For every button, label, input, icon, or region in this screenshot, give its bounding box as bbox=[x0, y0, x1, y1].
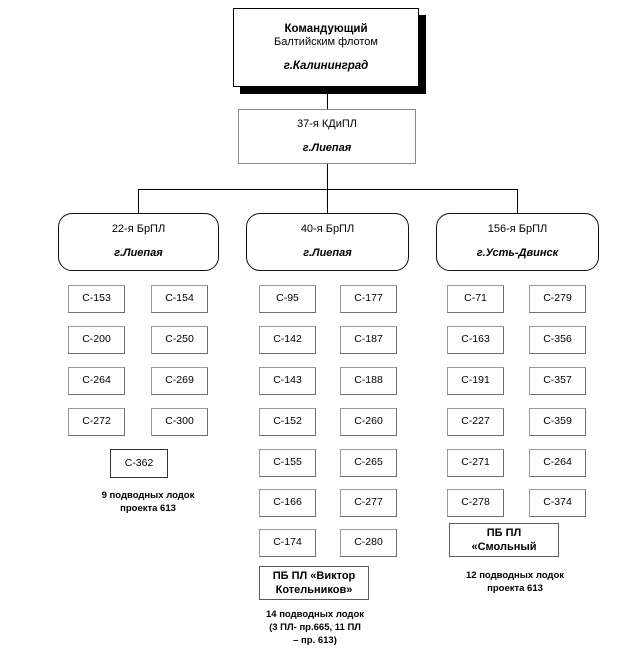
brigade-caption-3: 12 подводных лодок проекта 613 bbox=[434, 570, 596, 596]
commander-title: Командующий bbox=[284, 22, 368, 35]
submarine-box: С-269 bbox=[151, 367, 208, 395]
submarine-box: С-71 bbox=[447, 285, 504, 313]
submarine-box: С-177 bbox=[340, 285, 397, 313]
submarine-box: С-155 bbox=[259, 449, 316, 477]
submarine-box: С-95 bbox=[259, 285, 316, 313]
submarine-box: С-153 bbox=[68, 285, 125, 313]
submarine-box: С-374 bbox=[529, 489, 586, 517]
submarine-box: С-356 bbox=[529, 326, 586, 354]
brigade-box-1: 22-я БрПЛ г.Лиепая bbox=[58, 213, 219, 271]
brigade-caption-1: 9 подводных лодок проекта 613 bbox=[48, 490, 248, 516]
submarine-box: С-271 bbox=[447, 449, 504, 477]
submarine-box: С-260 bbox=[340, 408, 397, 436]
submarine-box: С-250 bbox=[151, 326, 208, 354]
commander-city: г.Калининград bbox=[283, 59, 369, 72]
submarine-box: С-142 bbox=[259, 326, 316, 354]
brigade-name-2: 40-я БрПЛ bbox=[300, 223, 355, 236]
depot-line-1: ПБ ПЛ bbox=[486, 526, 522, 539]
caption-line: 12 подводных лодок bbox=[465, 570, 565, 581]
submarine-box: С-265 bbox=[340, 449, 397, 477]
submarine-box: С-278 bbox=[447, 489, 504, 517]
caption-line: проекта 613 bbox=[120, 502, 176, 514]
depot-ship-box-3: ПБ ПЛ «Смольный bbox=[449, 523, 559, 557]
caption-line: – пр. 613) bbox=[293, 634, 337, 646]
brigade-city-3: г.Усть-Двинск bbox=[476, 247, 559, 259]
commander-box: Командующий Балтийским флотом г.Калининг… bbox=[233, 8, 419, 87]
submarine-box: С-174 bbox=[259, 529, 316, 557]
submarine-box: С-188 bbox=[340, 367, 397, 395]
submarine-box: С-166 bbox=[259, 489, 316, 517]
division-box: 37-я КДиПЛ г.Лиепая bbox=[238, 109, 416, 164]
depot-line-1: ПБ ПЛ «Виктор bbox=[272, 569, 356, 582]
submarine-box: С-200 bbox=[68, 326, 125, 354]
depot-ship-box-2: ПБ ПЛ «Виктор Котельников» bbox=[259, 566, 369, 600]
brigade-name-1: 22-я БрПЛ bbox=[111, 223, 166, 236]
connector-bus-to-brigade-3 bbox=[517, 189, 518, 213]
depot-line-2: «Смольный bbox=[471, 541, 537, 553]
submarine-box: С-264 bbox=[529, 449, 586, 477]
connector-commander-to-division bbox=[327, 87, 328, 109]
submarine-box: С-264 bbox=[68, 367, 125, 395]
submarine-box: С-187 bbox=[340, 326, 397, 354]
division-name: 37-я КДиПЛ bbox=[296, 117, 358, 130]
caption-line: 9 подводных лодок bbox=[101, 490, 195, 501]
submarine-box: С-359 bbox=[529, 408, 586, 436]
commander-subtitle: Балтийским флотом bbox=[274, 36, 378, 49]
brigade-name-3: 156-я БрПЛ bbox=[487, 223, 548, 236]
depot-line-2: Котельников» bbox=[275, 584, 353, 596]
submarine-box: С-154 bbox=[151, 285, 208, 313]
brigade-box-3: 156-я БрПЛ г.Усть-Двинск bbox=[436, 213, 599, 271]
submarine-box: С-279 bbox=[529, 285, 586, 313]
brigade-city-2: г.Лиепая bbox=[303, 247, 352, 259]
division-city: г.Лиепая bbox=[302, 141, 352, 154]
submarine-box-center: С-362 bbox=[110, 449, 168, 478]
submarine-box: С-163 bbox=[447, 326, 504, 354]
submarine-box: С-277 bbox=[340, 489, 397, 517]
connector-division-to-bus bbox=[327, 164, 328, 189]
brigade-box-2: 40-я БрПЛ г.Лиепая bbox=[246, 213, 409, 271]
caption-line: 14 подводных лодок bbox=[265, 609, 365, 620]
caption-line: (3 ПЛ- пр.665, 11 ПЛ bbox=[269, 621, 361, 633]
submarine-box: С-143 bbox=[259, 367, 316, 395]
submarine-box: С-300 bbox=[151, 408, 208, 436]
brigade-caption-2: 14 подводных лодок (3 ПЛ- пр.665, 11 ПЛ … bbox=[234, 609, 396, 647]
caption-line: проекта 613 bbox=[487, 582, 543, 594]
submarine-box: С-152 bbox=[259, 408, 316, 436]
submarine-box: С-227 bbox=[447, 408, 504, 436]
connector-bus-to-brigade-1 bbox=[138, 189, 139, 213]
submarine-box: С-272 bbox=[68, 408, 125, 436]
connector-bus bbox=[138, 189, 518, 190]
brigade-city-1: г.Лиепая bbox=[114, 247, 163, 259]
submarine-box: С-357 bbox=[529, 367, 586, 395]
submarine-box: С-191 bbox=[447, 367, 504, 395]
submarine-box: С-280 bbox=[340, 529, 397, 557]
connector-bus-to-brigade-2 bbox=[327, 189, 328, 213]
